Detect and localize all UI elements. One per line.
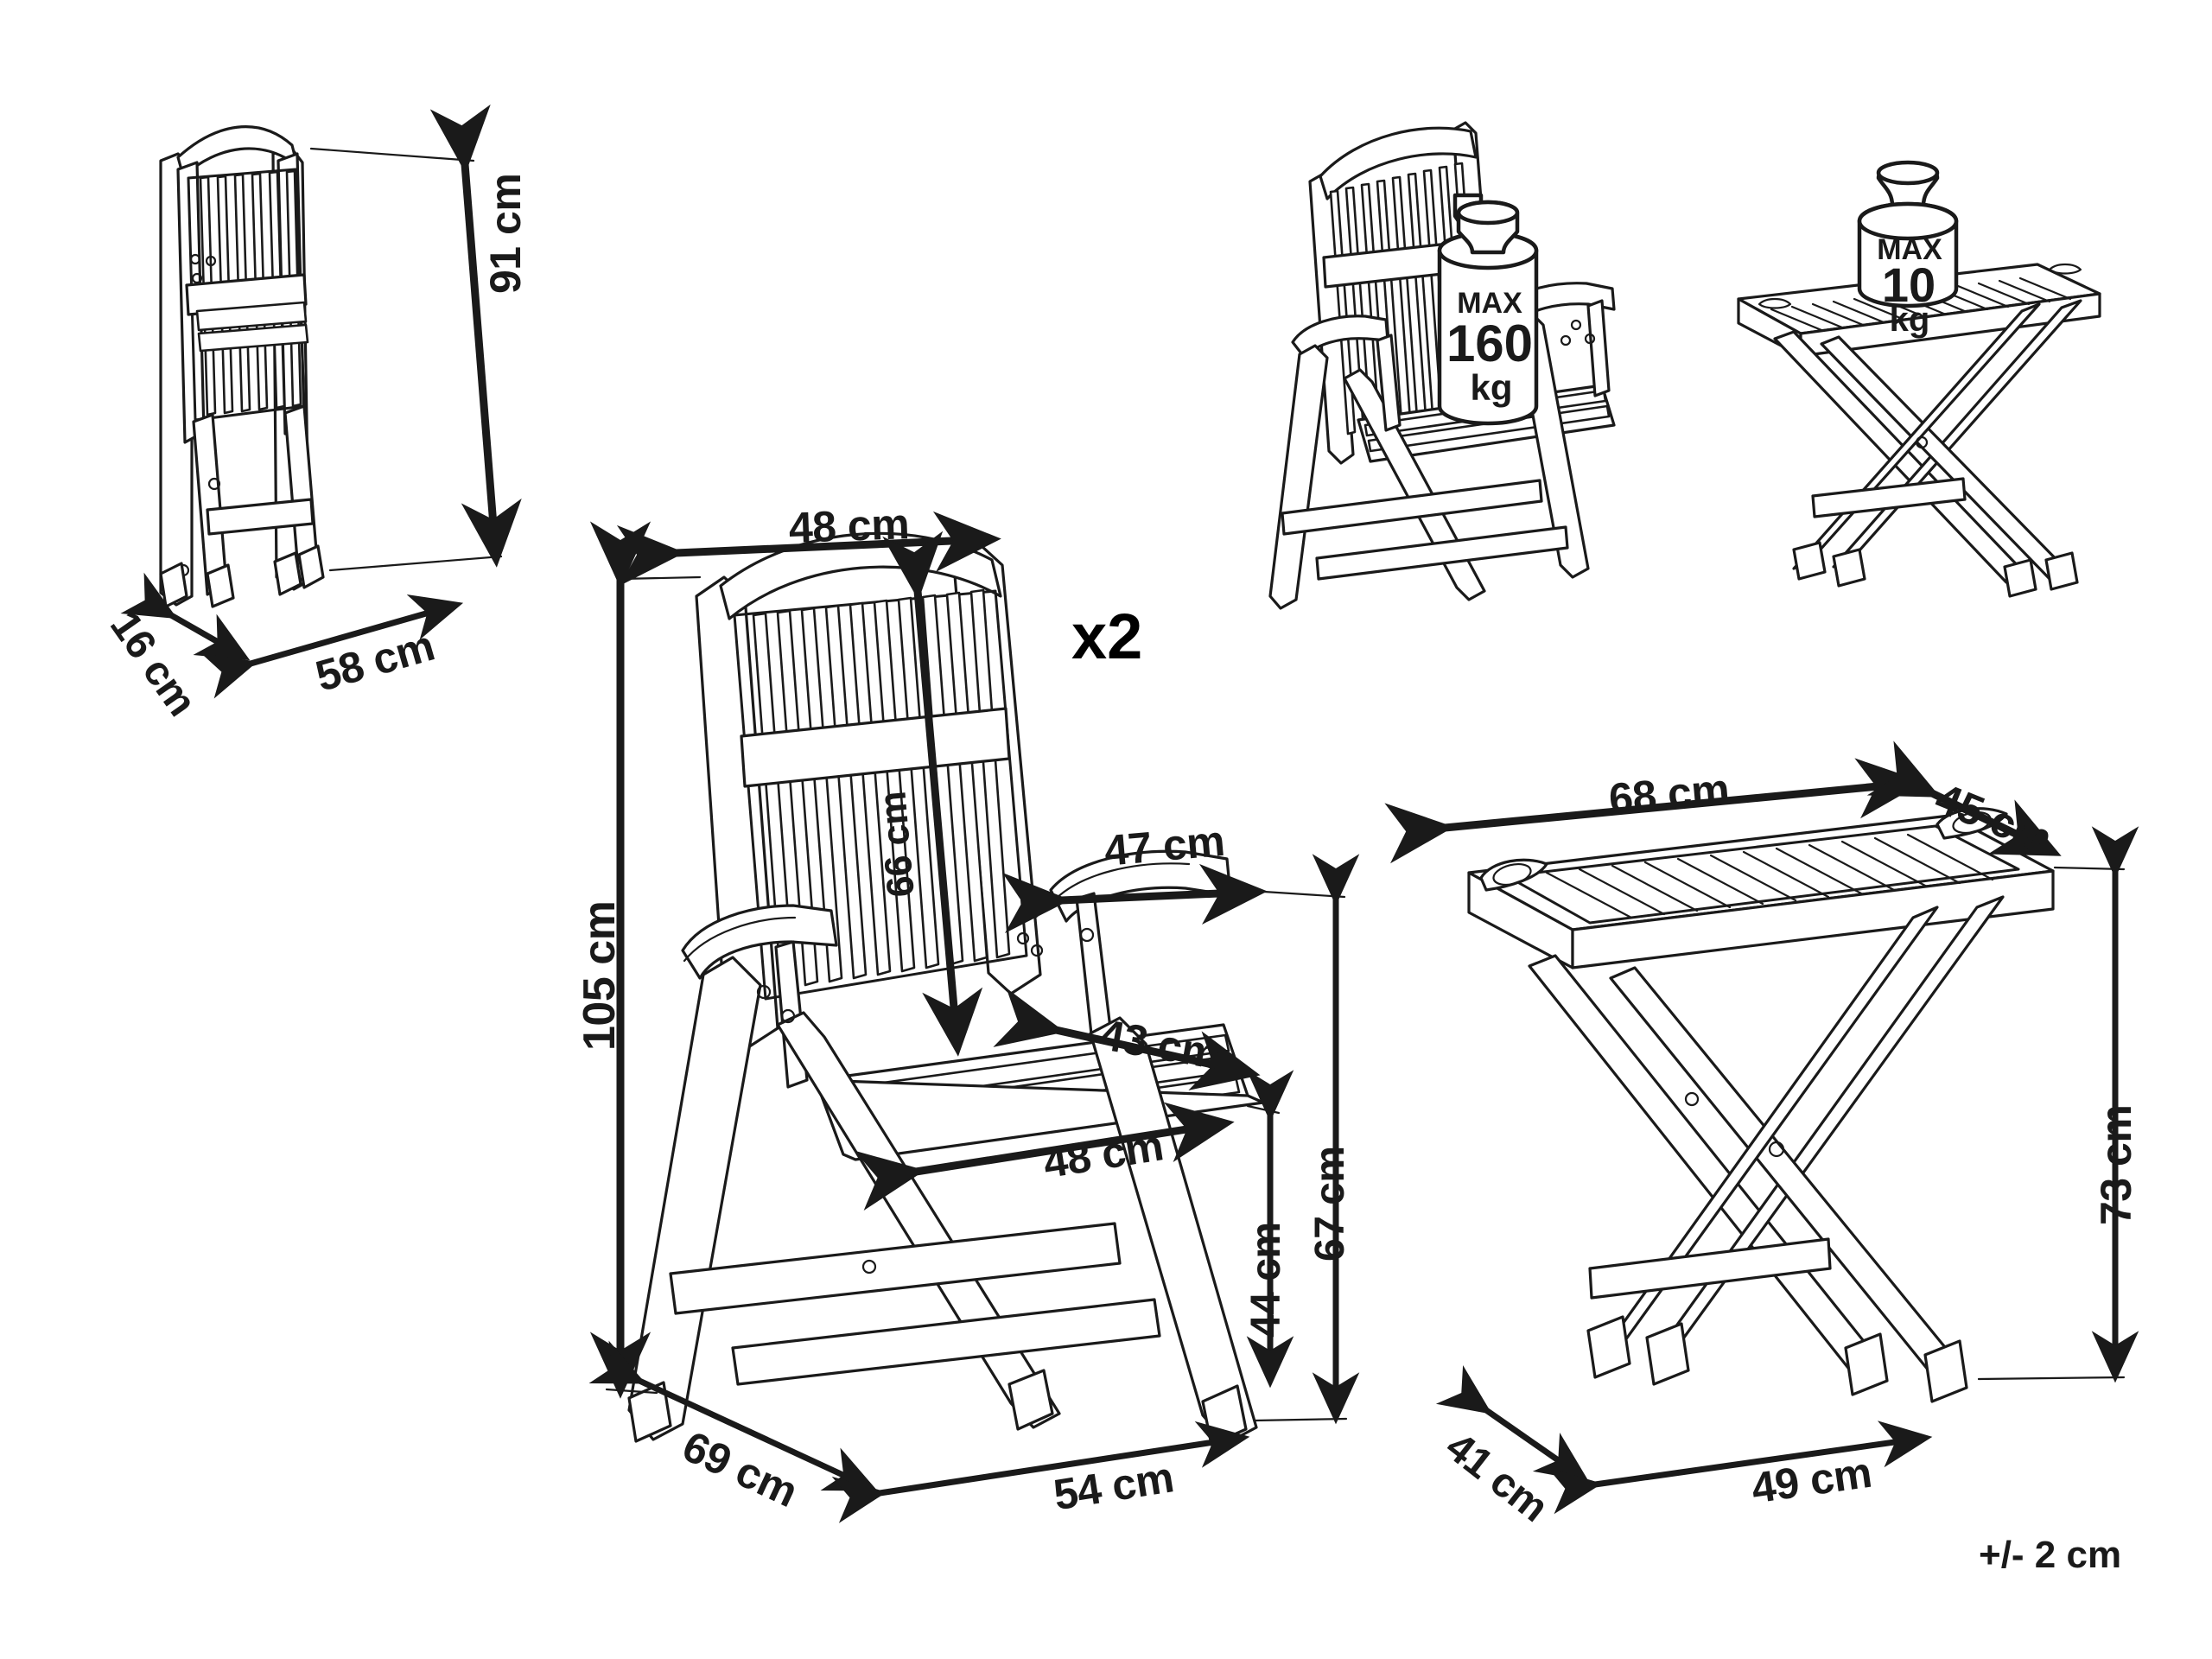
max-load-chair-value: 160 [1446, 315, 1534, 372]
dim-label-armrest-depth: 47 cm [1102, 816, 1227, 875]
main-table-illustration [1467, 807, 2055, 1403]
dim-label-seat-height: 44 cm [1243, 1222, 1289, 1338]
max-load-table-unit: kg [1889, 301, 1930, 339]
dimension-arrows [120, 104, 2139, 1523]
main-chair-illustration [627, 531, 1265, 1446]
max-load-table-max-text: MAX [1877, 233, 1942, 266]
max-load-chair-max-text: MAX [1457, 287, 1522, 320]
max-load-chair-unit: kg [1470, 367, 1513, 408]
table-load-illustration [1737, 160, 2101, 598]
dim-label-folded-height: 91 cm [481, 173, 530, 294]
dim-label-armrest-height: 67 cm [1307, 1146, 1353, 1262]
max-load-weight-160 [1437, 193, 1539, 426]
max-load-table-value: 10 [1881, 257, 1936, 312]
chair-load-illustration [1268, 121, 1616, 610]
dim-label-tray-width: 68 cm [1606, 764, 1732, 823]
dim-label-backrest-height: 66 cm [871, 790, 923, 899]
dim-label-backrest-width: 48 cm [787, 499, 911, 552]
dim-label-table-height: 73 cm [2092, 1104, 2140, 1225]
folded-chair-illustration [159, 125, 325, 608]
tolerance-note: +/- 2 cm [1979, 1534, 2122, 1576]
quantity-label-x2: x2 [1071, 601, 1143, 672]
max-load-weight-10 [1857, 160, 1959, 308]
dim-label-total-height: 105 cm [575, 900, 625, 1051]
